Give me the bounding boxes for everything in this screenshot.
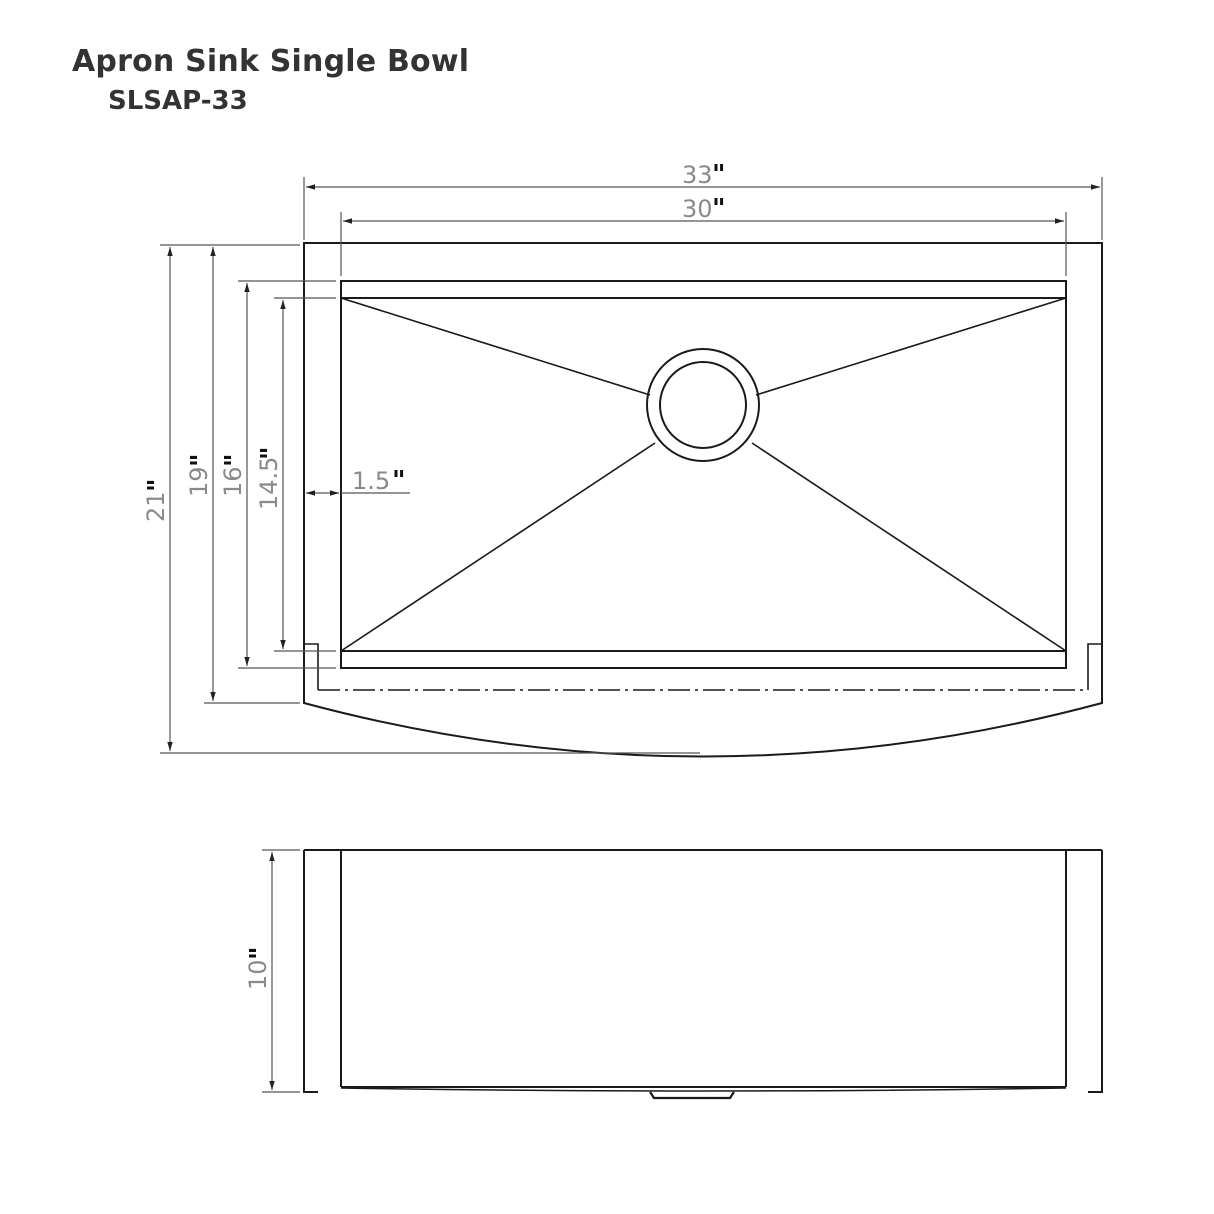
dimension-lines	[160, 177, 1103, 754]
dim-overall-depth: 21	[142, 491, 170, 522]
svg-text:": "	[712, 194, 726, 224]
svg-text:": "	[712, 160, 726, 190]
front-view	[303, 849, 1103, 1100]
dim-side-depth: 19	[185, 466, 213, 497]
dim-overall-width: 33	[682, 161, 713, 189]
svg-text:": "	[186, 453, 216, 467]
dim-bowl-height: 10	[244, 959, 272, 990]
page-title: Apron Sink Single Bowl	[72, 44, 470, 79]
svg-text:": "	[392, 466, 406, 496]
dim-bowl-depth-inner: 14.5	[255, 457, 283, 510]
dim-side-wall: 1.5	[352, 467, 390, 495]
drain-inner-icon	[659, 361, 747, 449]
drain-stub-icon	[649, 1091, 735, 1100]
dim-bowl-depth-outer: 16	[219, 466, 247, 497]
dimension-labels: 33 " 30 " 1.5 " 21 " 19 " 16 " 14.5 " 10…	[142, 160, 726, 990]
svg-text:": "	[220, 453, 250, 467]
svg-text:": "	[245, 946, 275, 960]
sink-outline	[303, 242, 1103, 758]
model-number: SLSAP-33	[108, 86, 248, 116]
bowl-rim	[340, 280, 1067, 669]
dim-bowl-width: 30	[682, 195, 713, 223]
svg-text:": "	[256, 446, 286, 460]
drain-outer-icon	[646, 348, 760, 462]
bottom-slope-creases	[340, 297, 1067, 652]
top-view	[303, 242, 1103, 758]
svg-text:": "	[143, 478, 173, 492]
